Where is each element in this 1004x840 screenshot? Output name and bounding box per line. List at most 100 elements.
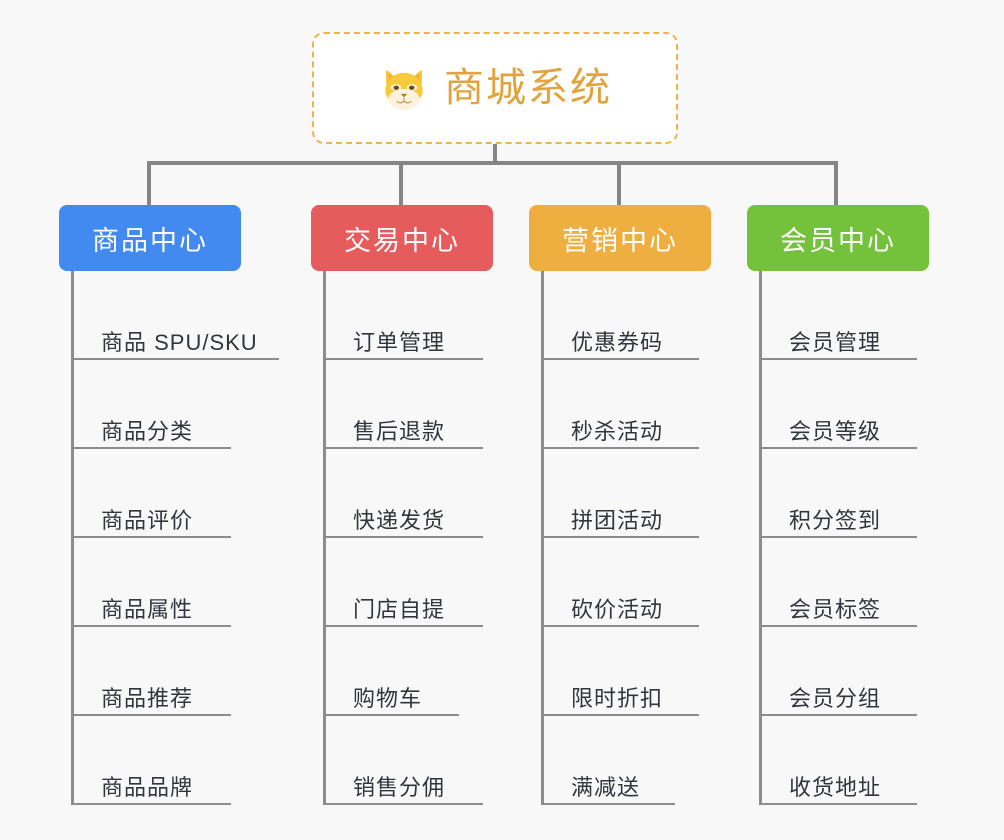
leaf-underline [759,536,917,538]
connector-horizontal-bus [149,161,836,165]
leaf-underline [71,714,231,716]
leaf-underline [323,625,483,627]
leaf-item[interactable]: 商品属性 [71,538,241,627]
connector-drop-marketing-center [617,161,621,205]
leaf-underline [759,714,917,716]
leaf-underline [71,358,279,360]
leaf-label: 会员分组 [789,685,882,711]
leaf-underline [759,625,917,627]
branch-marketing-center: 优惠券码秒杀活动拼团活动砍价活动限时折扣满减送 [529,271,711,805]
leaf-underline [759,803,917,805]
leaf-underline [323,447,483,449]
branch-trunk-line [541,271,544,805]
leaf-item[interactable]: 快递发货 [323,449,493,538]
leaf-label: 秒杀活动 [571,418,664,444]
category-column-trade-center: 交易中心订单管理售后退款快递发货门店自提购物车销售分佣 [311,205,493,805]
leaf-item[interactable]: 售后退款 [323,360,493,449]
branch-trunk-line [71,271,74,805]
leaf-label: 门店自提 [353,596,446,622]
leaf-label: 拼团活动 [571,507,664,533]
category-node-trade-center[interactable]: 交易中心 [311,205,493,271]
leaf-item[interactable]: 收货地址 [759,716,929,805]
leaf-item[interactable]: 商品推荐 [71,627,241,716]
leaf-label: 商品属性 [101,596,194,622]
leaf-item[interactable]: 销售分佣 [323,716,493,805]
category-column-product-center: 商品中心商品 SPU/SKU 商品分类商品评价商品属性商品推荐商品品牌 [59,205,279,805]
leaf-item[interactable]: 拼团活动 [541,449,711,538]
leaf-label: 销售分佣 [353,774,446,800]
leaf-item[interactable]: 优惠券码 [541,271,711,360]
leaf-item[interactable]: 会员标签 [759,538,929,627]
leaf-item[interactable]: 砍价活动 [541,538,711,627]
root-title: 商城系统 [444,66,612,110]
connector-drop-member-center [834,161,838,205]
leaf-underline [541,625,699,627]
leaf-item[interactable]: 购物车 [323,627,493,716]
leaf-item[interactable]: 商品品牌 [71,716,241,805]
leaf-item[interactable]: 会员等级 [759,360,929,449]
branch-trunk-line [323,271,326,805]
leaf-label: 商品 SPU/SKU [101,329,258,355]
leaf-item[interactable]: 会员管理 [759,271,929,360]
leaf-underline [759,358,917,360]
category-node-member-center[interactable]: 会员中心 [747,205,929,271]
leaf-underline [71,536,231,538]
category-label: 商品中心 [92,225,208,256]
branch-trunk-line [759,271,762,805]
leaf-underline [323,536,483,538]
leaf-label: 砍价活动 [571,596,664,622]
leaf-label: 积分签到 [789,507,882,533]
category-node-product-center[interactable]: 商品中心 [59,205,241,271]
leaf-label: 购物车 [353,685,423,711]
leaf-underline [71,803,231,805]
branch-product-center: 商品 SPU/SKU 商品分类商品评价商品属性商品推荐商品品牌 [59,271,279,805]
leaf-item[interactable]: 积分签到 [759,449,929,538]
leaf-underline [323,358,483,360]
leaf-label: 商品分类 [101,418,194,444]
root-node-mall-system[interactable]: 商城系统 [312,32,678,144]
shiba-dog-face-icon [385,69,423,111]
leaf-item[interactable]: 限时折扣 [541,627,711,716]
leaf-underline [541,803,675,805]
leaf-underline [71,625,231,627]
leaf-underline [323,714,459,716]
leaf-item[interactable]: 门店自提 [323,538,493,627]
connector-root-stem [493,144,497,164]
leaf-label: 会员等级 [789,418,882,444]
leaf-label: 订单管理 [353,329,446,355]
category-label: 会员中心 [780,225,896,256]
leaf-label: 商品评价 [101,507,194,533]
leaf-item[interactable]: 订单管理 [323,271,493,360]
category-column-member-center: 会员中心会员管理会员等级积分签到会员标签会员分组收货地址 [747,205,929,805]
connector-drop-product-center [147,161,151,205]
leaf-underline [323,803,483,805]
leaf-underline [759,447,917,449]
category-node-marketing-center[interactable]: 营销中心 [529,205,711,271]
leaf-item[interactable]: 秒杀活动 [541,360,711,449]
leaf-label: 限时折扣 [571,685,664,711]
leaf-underline [541,358,699,360]
category-column-marketing-center: 营销中心优惠券码秒杀活动拼团活动砍价活动限时折扣满减送 [529,205,711,805]
leaf-label: 会员管理 [789,329,882,355]
leaf-item[interactable]: 商品 SPU/SKU [71,271,279,360]
leaf-item[interactable]: 满减送 [541,716,711,805]
branch-member-center: 会员管理会员等级积分签到会员标签会员分组收货地址 [747,271,929,805]
connector-drop-trade-center [399,161,403,205]
leaf-underline [541,536,699,538]
leaf-item[interactable]: 商品分类 [71,360,241,449]
leaf-underline [541,447,699,449]
leaf-label: 快递发货 [353,507,446,533]
leaf-label: 收货地址 [789,774,882,800]
leaf-label: 售后退款 [353,418,446,444]
branch-trade-center: 订单管理售后退款快递发货门店自提购物车销售分佣 [311,271,493,805]
leaf-label: 商品品牌 [101,774,194,800]
category-label: 交易中心 [344,225,460,256]
leaf-label: 优惠券码 [571,329,664,355]
leaf-label: 会员标签 [789,596,882,622]
leaf-label: 满减送 [571,774,641,800]
leaf-item[interactable]: 会员分组 [759,627,929,716]
leaf-underline [541,714,699,716]
leaf-label: 商品推荐 [101,685,194,711]
leaf-item[interactable]: 商品评价 [71,449,241,538]
